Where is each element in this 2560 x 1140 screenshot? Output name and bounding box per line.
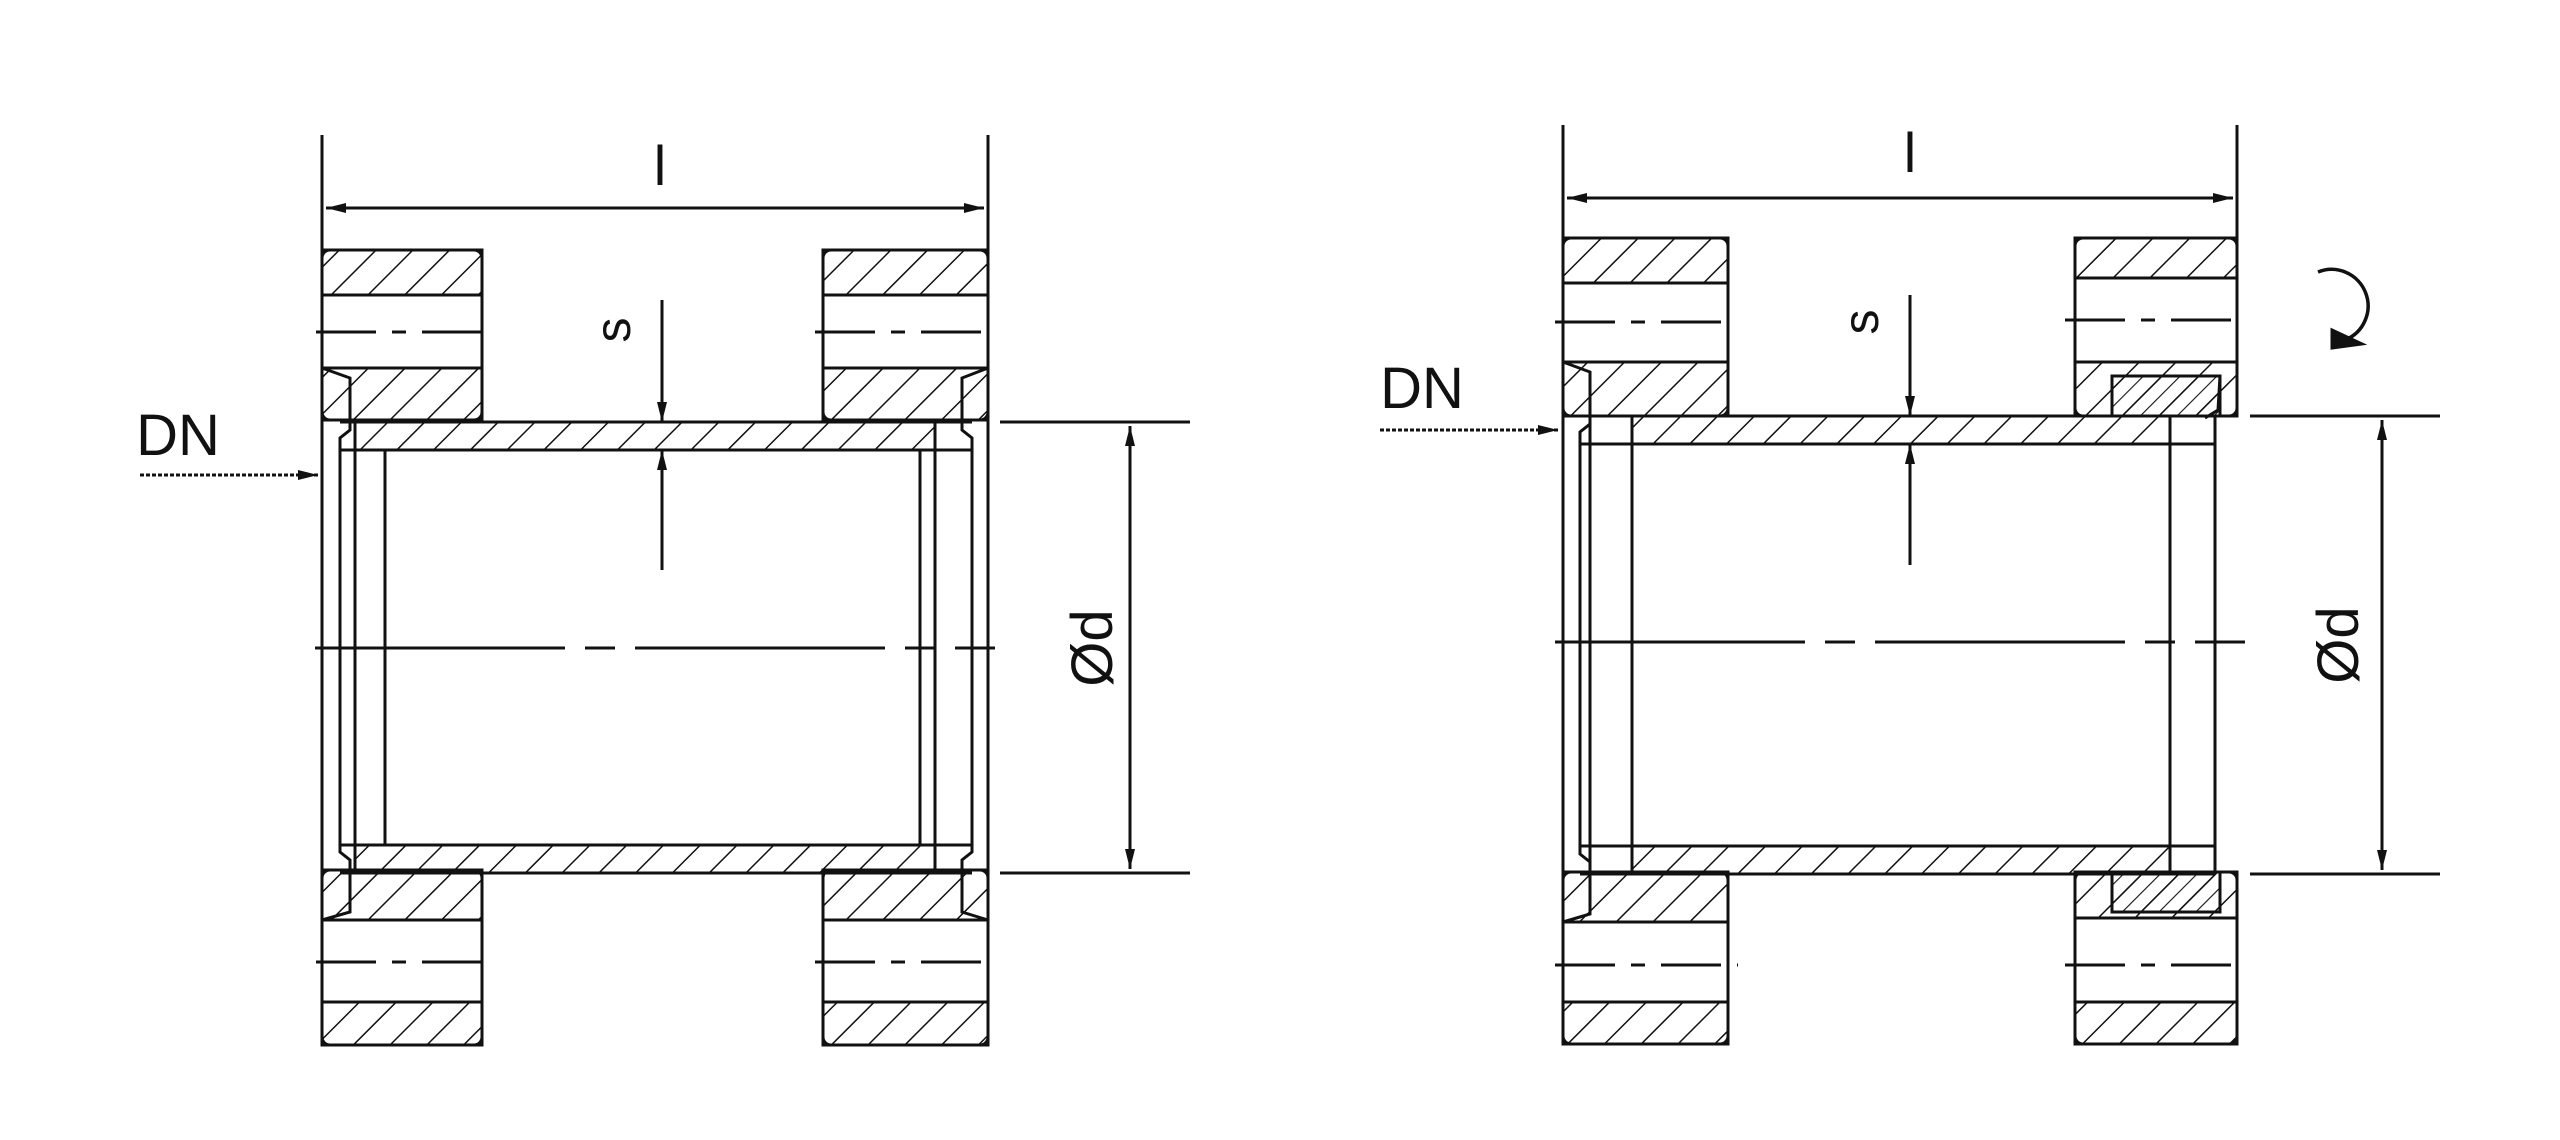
pipe-body-left (315, 420, 995, 875)
dimension-length-right (1561, 125, 2239, 238)
figure-left (140, 135, 1190, 1047)
flange-bottom-right (2065, 870, 2245, 1046)
dimension-diameter-right (2250, 414, 2440, 876)
label-length-left: l (654, 134, 666, 197)
flange-top-right (2065, 236, 2245, 420)
flange-top-left (1555, 236, 1735, 445)
label-diameter-left: Ød (1060, 609, 1125, 686)
label-nominal-left: DN (136, 403, 220, 468)
dimension-diameter-left (1000, 420, 1190, 875)
figure-right (1380, 125, 2440, 1046)
label-nominal-right: DN (1380, 356, 1464, 421)
rotation-arrow-icon (2317, 267, 2370, 350)
flange-top-right (815, 248, 995, 450)
label-diameter-right: Ød (2306, 606, 2371, 683)
label-wall-right: s (1833, 310, 1889, 335)
dimension-length-left (320, 135, 990, 250)
label-wall-left: s (585, 318, 641, 343)
flange-bottom-left (316, 840, 490, 1047)
flange-top-left (316, 248, 490, 450)
pipe-body-right (1555, 414, 2245, 876)
label-length-right: l (1904, 121, 1916, 184)
